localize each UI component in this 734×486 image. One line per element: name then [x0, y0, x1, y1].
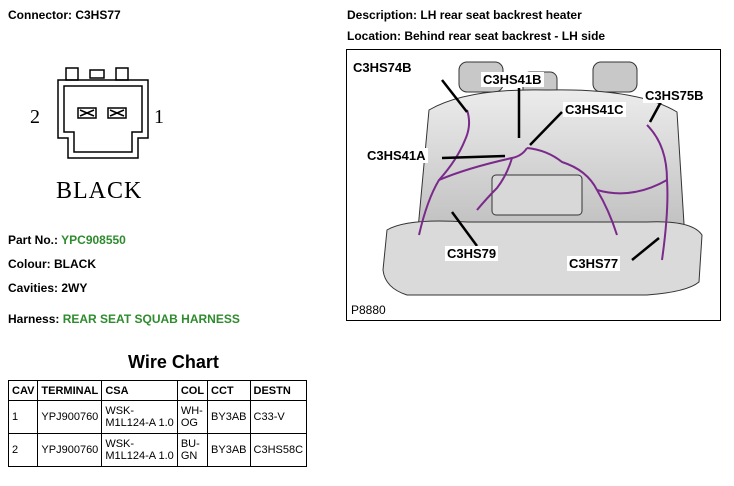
colour-label: Colour:	[8, 257, 51, 271]
location-value: Behind rear seat backrest - LH side	[404, 29, 606, 43]
rear-seat-illustration	[382, 61, 703, 296]
cell-terminal: YPJ900760	[37, 400, 103, 434]
headrest-right	[592, 61, 638, 93]
connector-inner-body	[63, 85, 143, 153]
callout-c3hs75b: C3HS75B	[643, 88, 706, 103]
connector-latch-right	[115, 67, 129, 81]
harness-label: Harness:	[8, 312, 60, 326]
location-diagram: C3HS74B C3HS41B C3HS75B C3HS41C C3HS41A …	[346, 49, 721, 321]
csa-line-2: M1L124-A 1.0	[105, 417, 174, 429]
header-destn: DESTN	[249, 380, 308, 401]
part-no-link[interactable]: YPC908550	[61, 233, 126, 247]
pin-2-label: 2	[30, 106, 40, 128]
col-line-2: GN	[180, 450, 198, 462]
location-line: Location: Behind rear seat backrest - LH…	[347, 29, 605, 43]
callout-c3hs41c: C3HS41C	[563, 102, 626, 117]
wire-chart-header-row: CAV TERMINAL CSA COL CCT DESTN	[7, 380, 308, 401]
cell-cav: 1	[7, 400, 39, 434]
header-terminal: TERMINAL	[37, 380, 103, 401]
connector-outer-body	[57, 79, 149, 159]
pin-1-label: 1	[154, 106, 164, 128]
cavities-value: 2WY	[61, 281, 88, 295]
table-row: 2 YPJ900760 WSK-M1L124-A 1.0 BU-GN BY3AB…	[7, 433, 308, 467]
description-label: Description:	[347, 8, 418, 22]
table-row: 1 YPJ900760 WSK-M1L124-A 1.0 WH-OG BY3AB…	[7, 400, 308, 434]
part-no-line: Part No.: YPC908550	[8, 233, 126, 247]
connector-id: C3HS77	[75, 8, 121, 22]
description-line: Description: LH rear seat backrest heate…	[347, 8, 582, 22]
center-armrest	[491, 174, 583, 216]
location-label: Location:	[347, 29, 401, 43]
cavities-label: Cavities:	[8, 281, 59, 295]
connector-label: Connector:	[8, 8, 72, 22]
callout-c3hs74b: C3HS74B	[351, 60, 414, 75]
connector-latch-left	[65, 67, 79, 81]
cell-cct: BY3AB	[207, 400, 251, 434]
csa-line-1: WSK-	[105, 405, 135, 417]
callout-c3hs41b: C3HS41B	[481, 72, 544, 87]
cell-cct: BY3AB	[207, 433, 251, 467]
csa-line-2: M1L124-A 1.0	[105, 450, 174, 462]
harness-line: Harness: REAR SEAT SQUAB HARNESS	[8, 312, 240, 326]
csa-line-1: WSK-	[105, 438, 135, 450]
cell-terminal: YPJ900760	[37, 433, 103, 467]
callout-c3hs79: C3HS79	[445, 246, 499, 261]
connector-color-label: BLACK	[56, 178, 143, 204]
wire-chart-table: CAV TERMINAL CSA COL CCT DESTN 1 YPJ9007…	[7, 380, 308, 467]
callout-c3hs41a: C3HS41A	[365, 148, 428, 163]
part-no-label: Part No.:	[8, 233, 59, 247]
figure-id: P8880	[351, 303, 386, 317]
harness-link[interactable]: REAR SEAT SQUAB HARNESS	[62, 312, 240, 326]
callout-c3hs77: C3HS77	[567, 256, 621, 271]
connector-latch-center	[89, 69, 105, 79]
wire-chart-title: Wire Chart	[128, 352, 219, 372]
header-csa: CSA	[101, 380, 178, 401]
cell-destn: C3HS58C	[249, 433, 308, 467]
col-line-1: WH-	[180, 405, 203, 417]
terminal-1	[107, 107, 127, 119]
terminal-2	[77, 107, 97, 119]
header-cav: CAV	[7, 380, 39, 401]
seat-cushion	[382, 220, 703, 296]
cell-csa: WSK-M1L124-A 1.0	[101, 433, 178, 467]
cell-cav: 2	[7, 433, 39, 467]
seat-harness-wiring	[418, 109, 669, 261]
description-value: LH rear seat backrest heater	[420, 8, 582, 22]
cell-col: BU-GN	[176, 433, 209, 467]
cavities-line: Cavities: 2WY	[8, 281, 87, 295]
cell-col: WH-OG	[176, 400, 209, 434]
cell-destn: C33-V	[249, 400, 308, 434]
header-cct: CCT	[207, 380, 251, 401]
connector-face-drawing	[57, 67, 149, 159]
colour-line: Colour: BLACK	[8, 257, 96, 271]
header-col: COL	[176, 380, 209, 401]
cell-csa: WSK-M1L124-A 1.0	[101, 400, 178, 434]
col-line-2: OG	[180, 417, 198, 429]
connector-line: Connector: C3HS77	[8, 8, 121, 22]
colour-value: BLACK	[54, 257, 96, 271]
col-line-1: BU-	[180, 438, 200, 450]
